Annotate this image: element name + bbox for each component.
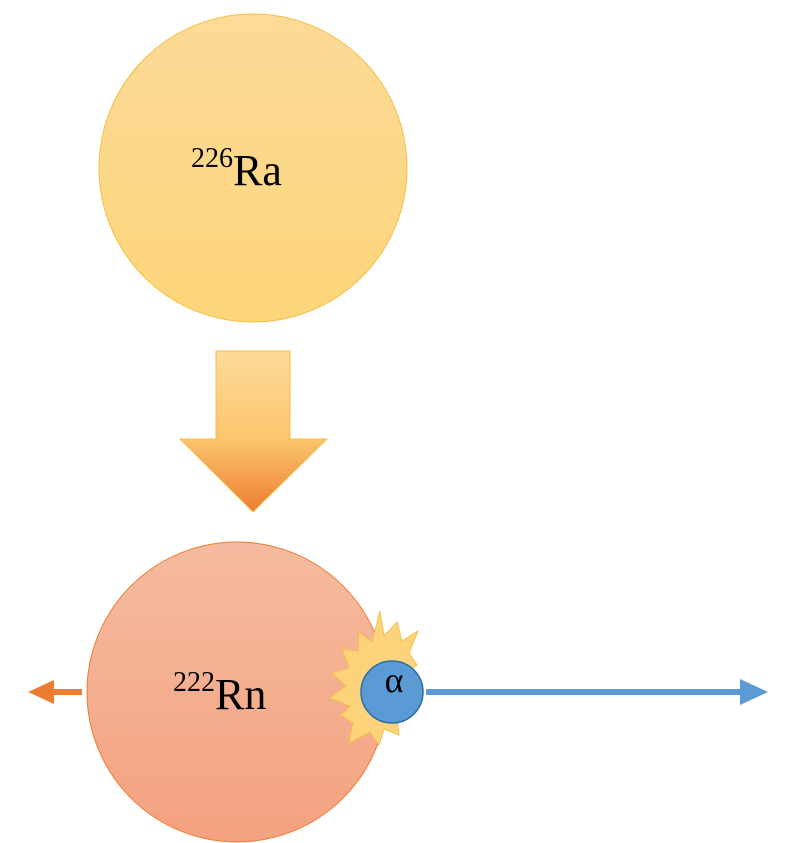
alpha-particle xyxy=(360,660,424,724)
radium-nucleus xyxy=(98,13,408,323)
recoil-arrow xyxy=(28,680,82,704)
alpha-symbol: α xyxy=(384,660,404,700)
radon-symbol: Rn xyxy=(215,670,267,719)
radon-mass-number: 222 xyxy=(173,667,215,698)
alpha-emission-arrow xyxy=(426,679,768,705)
radium-mass-number: 226 xyxy=(191,143,233,174)
decay-arrow xyxy=(178,350,329,513)
radon-label: 222Rn xyxy=(173,669,266,717)
radium-label: 226Ra xyxy=(191,145,282,193)
radium-symbol: Ra xyxy=(233,146,282,195)
